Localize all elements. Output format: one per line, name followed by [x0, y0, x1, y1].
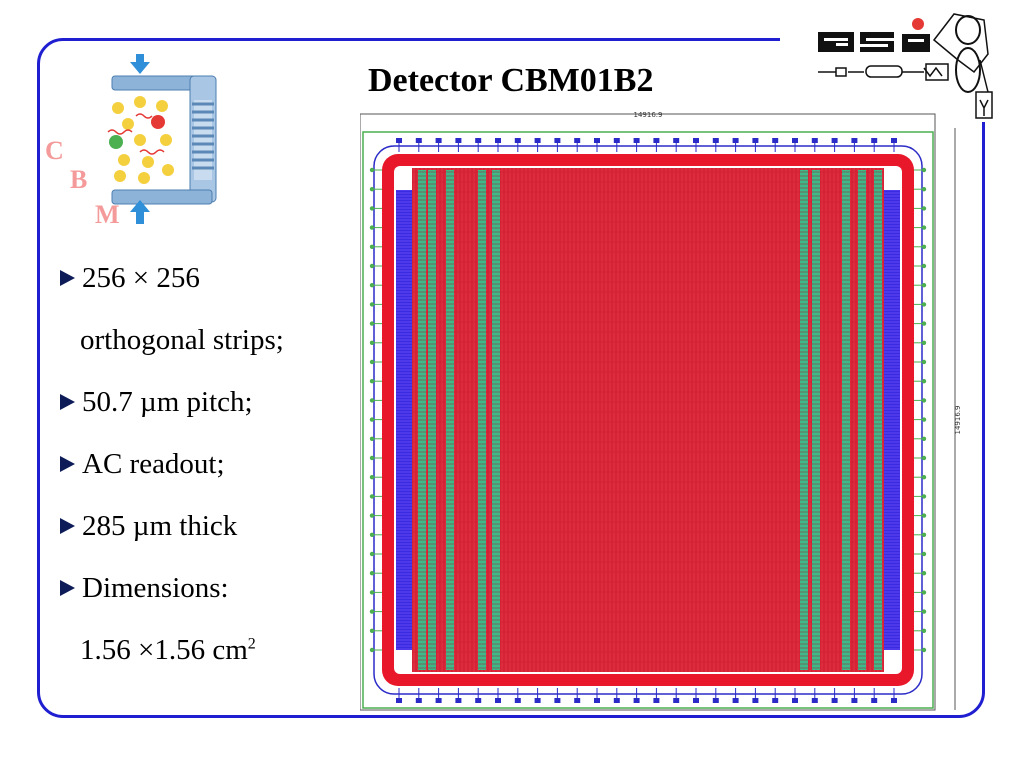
bullet-pitch: 50.7 µm pitch; — [60, 386, 253, 419]
slide-frame — [37, 38, 985, 718]
cbm-letter-m: M — [95, 200, 120, 229]
bullet-dimensions-value: 1.56 ×1.56 cm2 — [80, 634, 256, 666]
bottom-pad-row — [396, 688, 897, 703]
green-columns — [418, 170, 882, 670]
bullet-triangle-icon — [60, 394, 75, 411]
left-pad-column — [369, 167, 382, 653]
bullet-triangle-icon — [60, 518, 75, 535]
bullet-triangle-icon — [60, 270, 75, 287]
accelerator-ring-icon — [818, 13, 993, 119]
top-dimension-label: 14916.9 — [634, 111, 663, 119]
side-dimension-label: 14916.9 — [954, 406, 962, 435]
bullet-strips: 256 × 256 — [60, 262, 200, 295]
bullet-thickness: 285 µm thick — [60, 510, 237, 543]
bullet-strips-continued: orthogonal strips; — [80, 324, 284, 356]
compress-clamp-icon — [106, 54, 217, 224]
bullet-triangle-icon — [60, 456, 75, 473]
right-pad-column — [914, 167, 927, 653]
bullet-triangle-icon — [60, 580, 75, 597]
top-pad-row — [396, 138, 897, 152]
bullet-readout: AC readout; — [60, 448, 225, 481]
cbm-logo: C B M — [40, 50, 240, 230]
detector-layout-image: 14916.9 14916.9 — [359, 108, 972, 713]
cbm-letter-b: B — [70, 165, 88, 194]
detector-layout-drawing: 14916.9 14916.9 — [359, 111, 962, 711]
gsi-logo — [808, 10, 998, 122]
bullet-dimensions: Dimensions: — [60, 572, 229, 605]
slide-title: Detector CBM01B2 — [368, 62, 654, 99]
cbm-letter-c: C — [45, 136, 64, 165]
